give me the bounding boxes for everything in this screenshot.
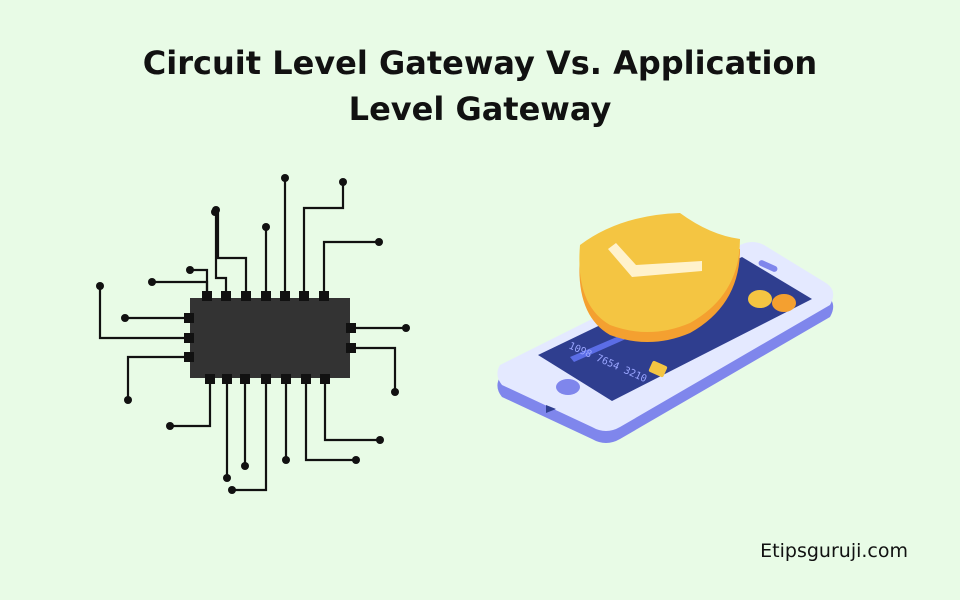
circuit-chip-icon	[96, 174, 410, 494]
title-line-2: Level Gateway	[348, 90, 612, 128]
site-credit: Etipsguruji.com	[760, 540, 908, 562]
title-line-1: Circuit Level Gateway Vs. Application	[142, 44, 818, 82]
secure-phone-icon: 1098 7654 3210	[497, 213, 834, 443]
page-title: Circuit Level Gateway Vs. Application Le…	[0, 40, 960, 132]
